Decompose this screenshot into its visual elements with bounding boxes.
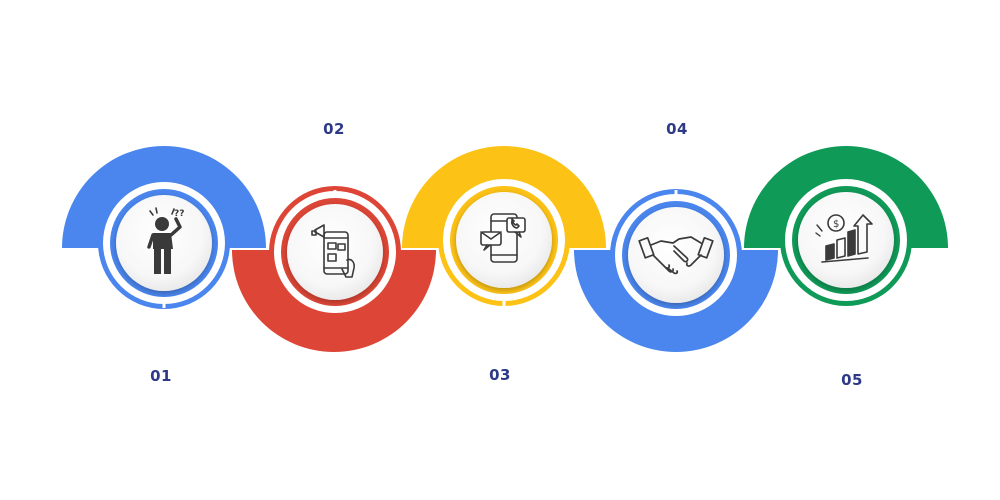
step-number-01: 01 <box>150 367 172 385</box>
step-4-arc <box>574 250 778 352</box>
step-4-node <box>610 189 742 321</box>
step-number-05: 05 <box>841 371 863 389</box>
step-2-arc <box>232 250 436 352</box>
phone-messages-icon <box>480 213 526 263</box>
step-number-02: 02 <box>323 120 345 138</box>
svg-text:$: $ <box>833 219 839 230</box>
handshake-icon <box>638 236 714 275</box>
step-2-node <box>269 186 401 318</box>
step-3-arc <box>402 146 606 248</box>
step-3-node <box>438 174 570 306</box>
step-5-node <box>780 174 912 306</box>
step-number-03: 03 <box>489 366 511 384</box>
step-5-arc <box>744 146 948 248</box>
svg-text:??: ?? <box>174 209 184 219</box>
step-number-04: 04 <box>666 120 688 138</box>
phone-social-media-icon <box>311 224 355 278</box>
confused-person-icon: ?? <box>147 207 184 274</box>
step-1-arc <box>62 146 266 248</box>
money-growth-chart-icon: $ <box>815 214 873 263</box>
